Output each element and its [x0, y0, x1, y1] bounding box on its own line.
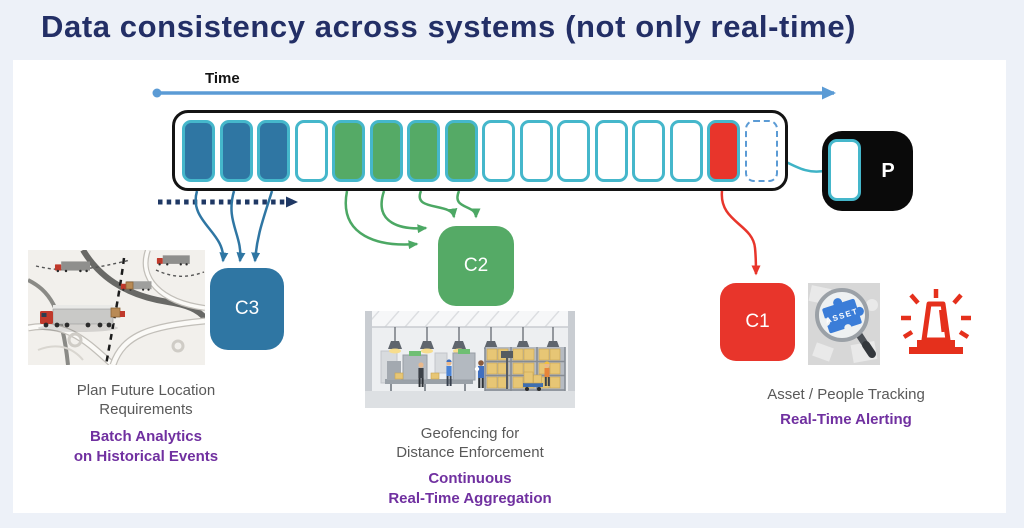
- producer-box: P: [822, 131, 913, 211]
- timeline-slot-green: [407, 119, 441, 182]
- truck-large: [38, 305, 118, 332]
- c1-use-case-text: Asset / People Tracking: [767, 386, 925, 403]
- truck-small: [120, 281, 152, 291]
- timeline-slot-blue: [219, 119, 253, 182]
- c3-use-case-text: Plan Future Location Requirements: [76, 382, 216, 418]
- timeline-slot-empty: [519, 119, 553, 182]
- timeline-slot-blue: [257, 119, 291, 182]
- timeline-slot-green: [332, 119, 366, 182]
- timeline-slot-empty: [557, 119, 591, 182]
- truck-small: [54, 261, 90, 273]
- timeline-slot-empty: [594, 119, 628, 182]
- timeline-slot-red: [707, 119, 741, 182]
- truck-small: [156, 255, 190, 266]
- warehouse-geofencing-image: [365, 311, 575, 408]
- timeline-slot-empty: [632, 119, 666, 182]
- timeline-slot-dashed: [744, 119, 778, 182]
- timeline-slot-blue: [182, 119, 215, 182]
- timeline-slot-empty: [294, 119, 328, 182]
- consumer-c1-box: C1: [720, 283, 795, 361]
- consumer-c2-label: C2: [463, 255, 489, 276]
- consumer-c3-label: C3: [234, 298, 260, 319]
- c2-pattern-text: Continuous Real-Time Aggregation: [388, 470, 552, 507]
- consumer-c3-box: C3: [210, 268, 284, 350]
- c1-pattern-text: Real-Time Alerting: [780, 411, 912, 428]
- siren-alert-icon: [897, 288, 975, 360]
- producer-label: P: [881, 159, 895, 182]
- consumer-c2-box: C2: [438, 226, 514, 306]
- cart: [523, 371, 543, 391]
- box-truck-small: [110, 307, 125, 318]
- time-axis-label: Time: [205, 70, 240, 87]
- storage-shelves: [484, 347, 566, 391]
- timeline-slot-green: [369, 119, 403, 182]
- c2-use-case-text: Geofencing for Distance Enforcement: [396, 425, 544, 461]
- c3-pattern-text: Batch Analytics on Historical Events: [73, 428, 219, 465]
- box-truck-small: [125, 281, 134, 290]
- workers: [418, 359, 550, 391]
- consumer-c1-label: C1: [745, 311, 770, 332]
- event-log-timeline: [172, 110, 788, 191]
- logistics-map-image: [28, 250, 205, 365]
- asset-magnifier-image: ASSET: [808, 283, 880, 365]
- producer-event-slot: [828, 139, 861, 201]
- conveyor-machines: [385, 349, 513, 391]
- timeline-slot-empty: [669, 119, 703, 182]
- slide-title: Data consistency across systems (not onl…: [41, 9, 857, 44]
- timeline-slot-empty: [482, 119, 516, 182]
- timeline-slot-green: [444, 119, 478, 182]
